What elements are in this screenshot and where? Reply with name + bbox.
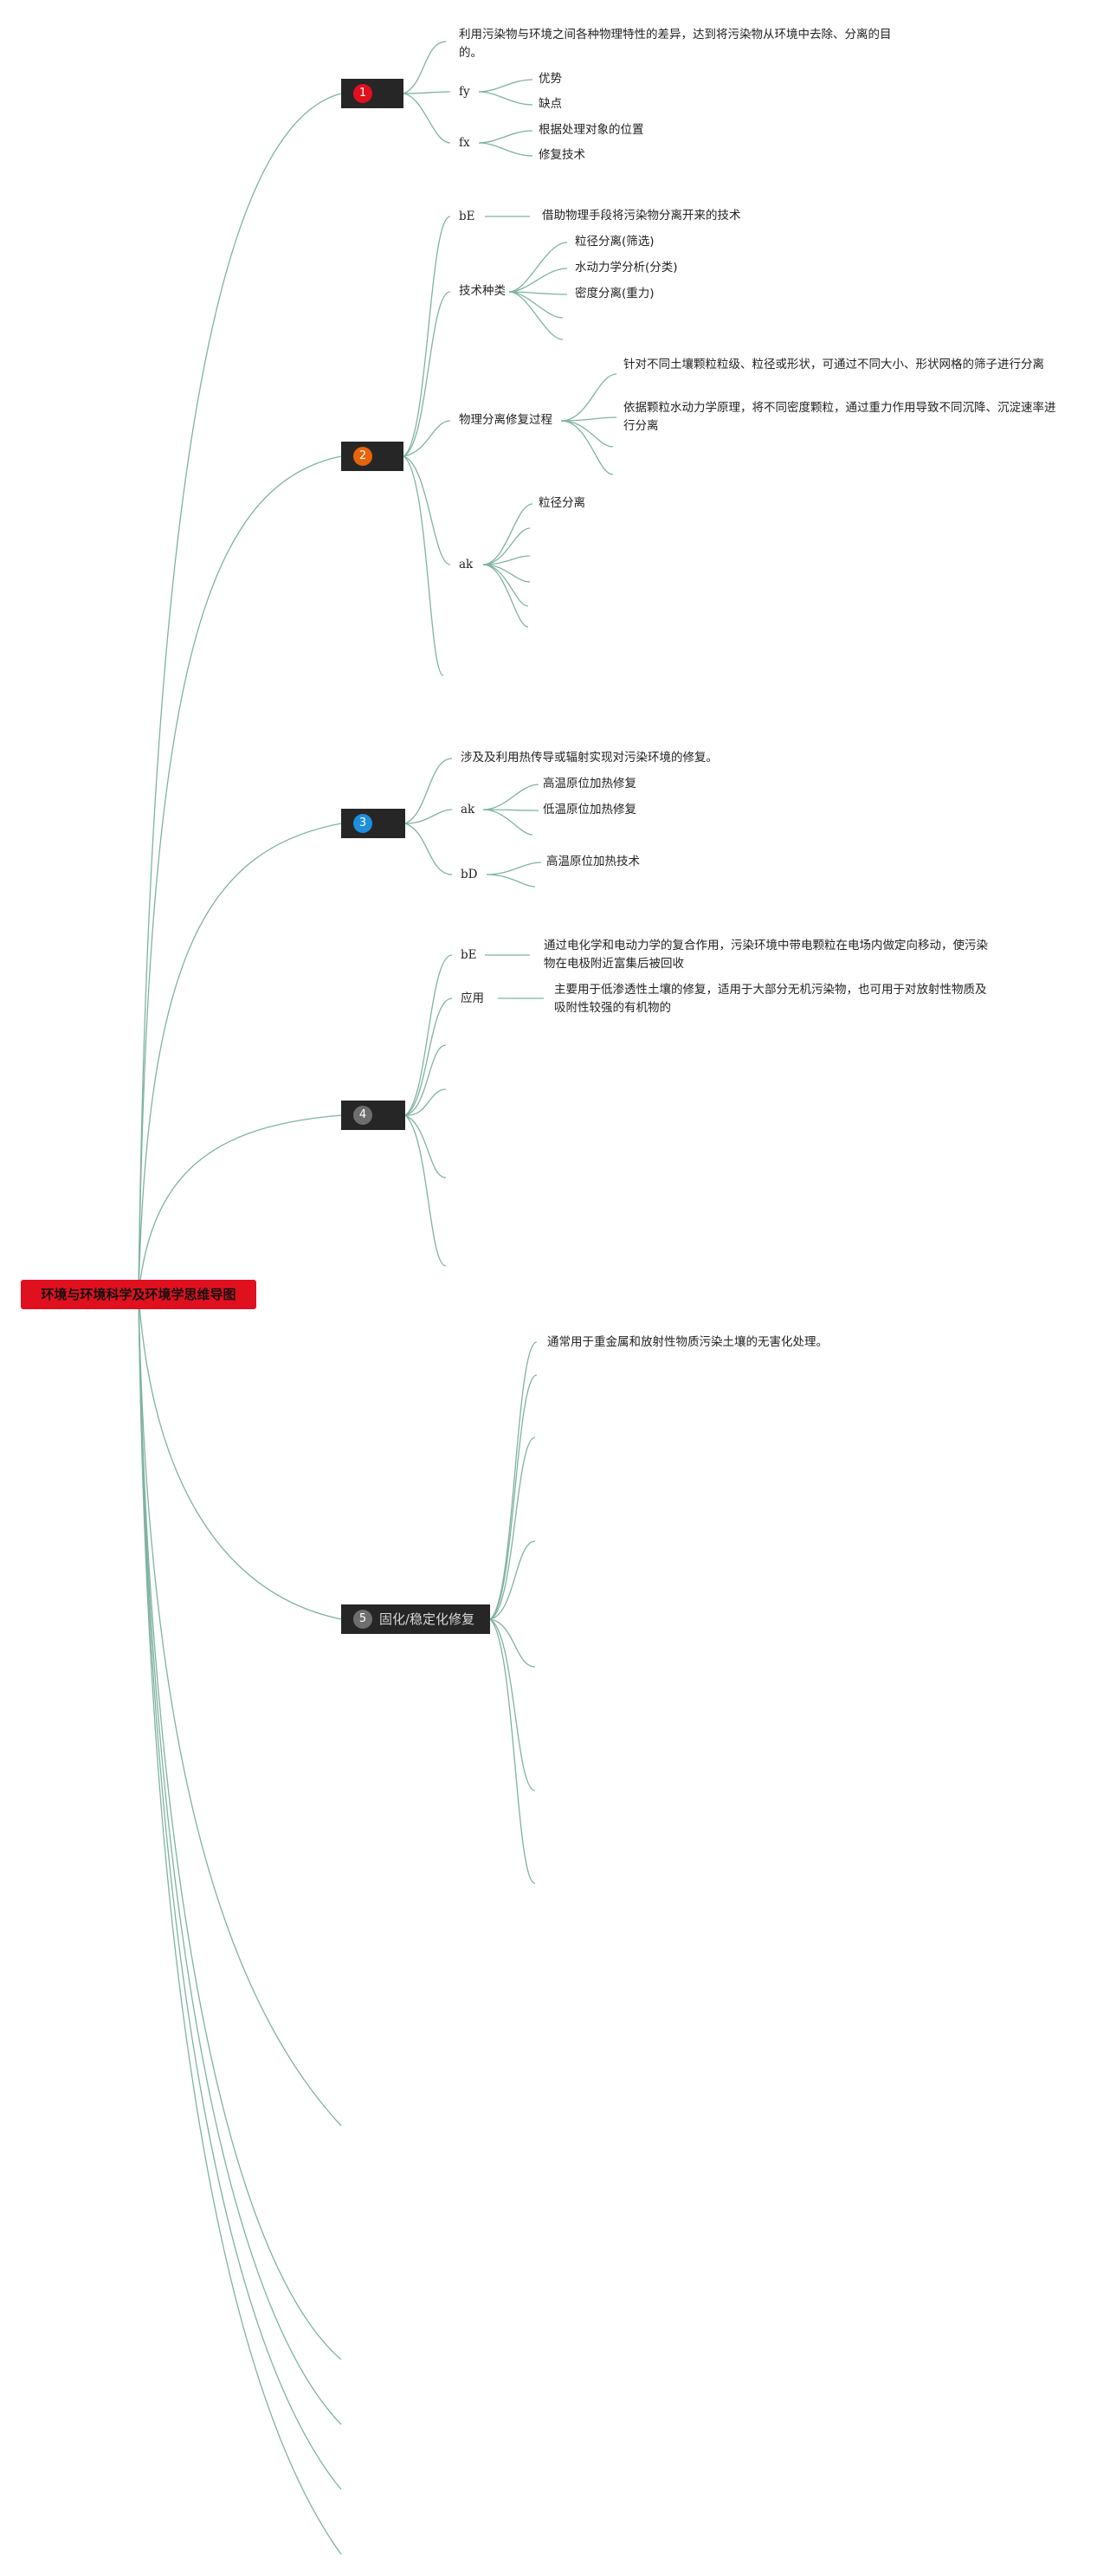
link-root-empty4	[138, 1294, 342, 2490]
branch2-bE-label[interactable]: bE	[459, 210, 475, 223]
branch1-fx-label[interactable]: fx	[459, 136, 470, 150]
branch2-tech-item-1[interactable]: 粒径分离(筛选)	[575, 235, 655, 249]
branch2-tech-label[interactable]: 技术种类	[459, 284, 506, 298]
branch4-app-label[interactable]: 应用	[461, 991, 484, 1005]
branch1-description: 利用污染物与环境之间各种物理特性的差异，达到将污染物从环境中去除、分离的目的。	[459, 28, 892, 60]
branch1-fx-item-2[interactable]: 修复技术	[539, 148, 585, 162]
branch3-ak-label[interactable]: ak	[461, 803, 475, 817]
branch-node-2[interactable]: 2	[341, 442, 403, 471]
branch4-bE-label[interactable]: bE	[461, 948, 477, 962]
branch2-ak-label[interactable]: ak	[459, 558, 474, 571]
link-root-branch3	[138, 823, 342, 1295]
link-root-branch2	[138, 455, 342, 1295]
branch2-ak-item-1[interactable]: 粒径分离	[539, 496, 585, 510]
link-root-branch5	[138, 1294, 342, 1620]
branch3-ak-item-2[interactable]: 低温原位加热修复	[543, 803, 636, 817]
link-root-empty3	[138, 1294, 342, 2425]
link-root-empty1	[138, 1294, 342, 2127]
branch-node-5[interactable]: 5 固化/稳定化修复	[341, 1604, 490, 1634]
branch2-process-label[interactable]: 物理分离修复过程	[459, 413, 552, 427]
branch2-process-item-2: 依据颗粒水动力学原理，将不同密度颗粒，通过重力作用导致不同沉降、沉淀速率进行分离	[623, 401, 1056, 433]
branch5-description: 通常用于重金属和放射性物质污染土壤的无害化处理。	[547, 1335, 828, 1349]
branch1-fy-item-1[interactable]: 优势	[539, 72, 562, 86]
branch2-tech-item-2[interactable]: 水动力学分析(分类)	[575, 261, 678, 274]
branch-label-5: 固化/稳定化修复	[379, 1611, 475, 1627]
branch2-tech-item-3[interactable]: 密度分离(重力)	[575, 287, 655, 300]
number-badge-5: 5	[353, 1610, 372, 1629]
link-root-empty5	[138, 1294, 342, 2555]
branch2-bE-text: 借助物理手段将污染物分离开来的技术	[542, 209, 741, 223]
branch1-fy-label[interactable]: fy	[459, 85, 470, 99]
branch3-ak-item-1[interactable]: 高温原位加热修复	[543, 777, 636, 791]
branch-node-4[interactable]: 4	[341, 1101, 405, 1130]
link-root-branch1	[138, 93, 342, 1295]
branch3-bD-item-1[interactable]: 高温原位加热技术	[546, 855, 640, 868]
branch4-app-text: 主要用于低渗透性土壤的修复，适用于大部分无机污染物，也可用于对放射性物质及吸附性…	[554, 983, 987, 1015]
branch1-fy-item-2[interactable]: 缺点	[539, 97, 562, 111]
link-root-branch4	[138, 1114, 342, 1295]
number-badge-1: 1	[353, 84, 372, 103]
branch3-bD-label[interactable]: bD	[461, 868, 478, 881]
branch4-bE-text: 通过电化学和电动力学的复合作用，污染环境中带电颗粒在电场内做定向移动，使污染物在…	[544, 939, 988, 971]
branch2-process-item-1: 针对不同土壤颗粒粒级、粒径或形状，可通过不同大小、形状网格的筛子进行分离	[623, 358, 1044, 371]
number-badge-4: 4	[353, 1106, 372, 1125]
root-node[interactable]: 环境与环境科学及环境学思维导图	[21, 1280, 256, 1309]
number-badge-3: 3	[353, 814, 372, 833]
branch-node-1[interactable]: 1	[341, 79, 403, 108]
link-root-empty2	[138, 1294, 342, 2360]
root-label: 环境与环境科学及环境学思维导图	[41, 1287, 236, 1302]
branch1-fx-item-1[interactable]: 根据处理对象的位置	[539, 123, 644, 137]
branch3-description: 涉及及利用热传导或辐射实现对污染环境的修复。	[461, 751, 718, 765]
number-badge-2: 2	[353, 447, 372, 466]
branch-node-3[interactable]: 3	[341, 809, 405, 838]
